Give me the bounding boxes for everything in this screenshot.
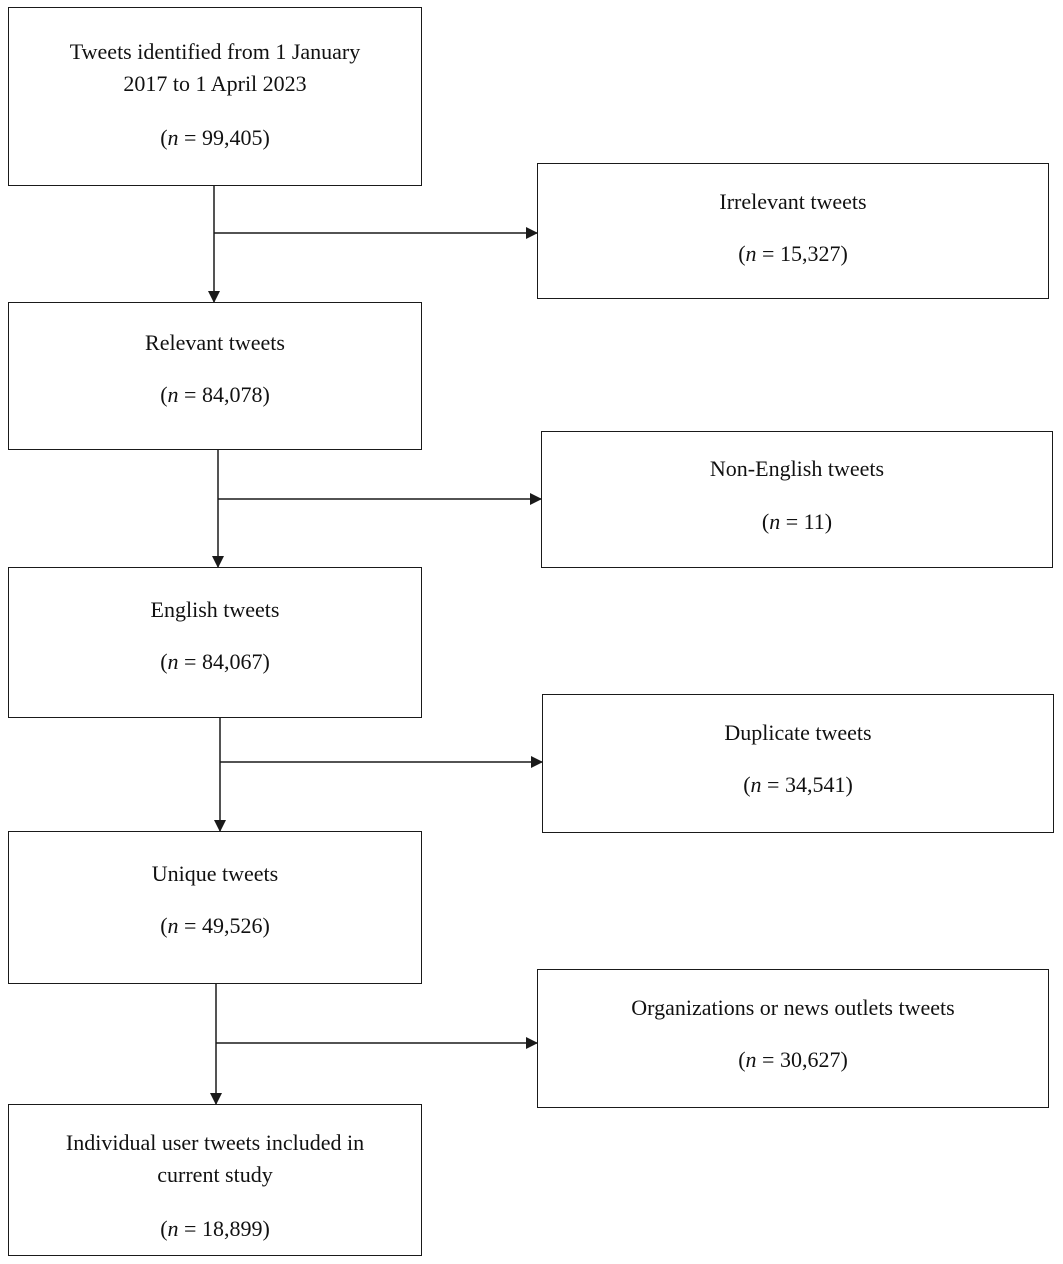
box-irrelevant-tweets-label: Irrelevant tweets	[719, 189, 867, 214]
box-individual-user-tweets-count: (n = 18,899)	[160, 1216, 270, 1241]
box-relevant-tweets-label: Relevant tweets	[145, 330, 285, 355]
box-english-tweets-count: (n = 84,067)	[160, 649, 270, 674]
box-individual-user-tweets-label-line-1: Individual user tweets included in	[65, 1130, 365, 1155]
box-tweets-identified-n: 99,405	[201, 125, 263, 150]
box-tweets-identified-count: (n = 99,405)	[160, 125, 270, 150]
box-individual-user-tweets: Individual user tweets included in curre…	[8, 1104, 422, 1256]
box-tweets-identified: Tweets identified from 1 January 2017 to…	[8, 7, 422, 186]
box-duplicate-tweets-count: (n = 34,541)	[743, 772, 853, 797]
box-individual-user-tweets-n: 18,899	[201, 1216, 263, 1241]
box-irrelevant-tweets: Irrelevant tweets (n = 15,327)	[537, 163, 1049, 299]
box-non-english-tweets-n: 11	[803, 509, 825, 534]
box-irrelevant-tweets-n: 15,327	[779, 241, 841, 266]
box-non-english-tweets-label: Non-English tweets	[709, 456, 885, 481]
box-relevant-tweets: Relevant tweets (n = 84,078)	[8, 302, 422, 450]
box-tweets-identified-label-line-1: Tweets identified from 1 January	[69, 39, 361, 64]
box-organizations-news-tweets: Organizations or news outlets tweets (n …	[537, 969, 1049, 1108]
box-unique-tweets-label: Unique tweets	[151, 861, 279, 886]
box-non-english-tweets-count: (n = 11)	[761, 509, 833, 534]
box-organizations-news-tweets-n: 30,627	[779, 1047, 841, 1072]
box-unique-tweets: Unique tweets (n = 49,526)	[8, 831, 422, 984]
box-organizations-news-tweets-label: Organizations or news outlets tweets	[631, 995, 955, 1020]
box-duplicate-tweets-label: Duplicate tweets	[724, 720, 872, 745]
box-unique-tweets-count: (n = 49,526)	[160, 913, 270, 938]
box-tweets-identified-label-line-2: 2017 to 1 April 2023	[123, 71, 307, 96]
box-relevant-tweets-n: 84,078	[201, 382, 263, 407]
box-english-tweets: English tweets (n = 84,067)	[8, 567, 422, 718]
box-unique-tweets-n: 49,526	[201, 913, 263, 938]
box-individual-user-tweets-label-line-2: current study	[157, 1162, 273, 1187]
box-relevant-tweets-count: (n = 84,078)	[160, 382, 270, 407]
box-organizations-news-tweets-count: (n = 30,627)	[738, 1047, 848, 1072]
box-non-english-tweets: Non-English tweets (n = 11)	[541, 431, 1053, 568]
box-english-tweets-n: 84,067	[201, 649, 263, 674]
box-duplicate-tweets: Duplicate tweets (n = 34,541)	[542, 694, 1054, 833]
box-irrelevant-tweets-count: (n = 15,327)	[738, 241, 848, 266]
box-duplicate-tweets-n: 34,541	[784, 772, 846, 797]
box-english-tweets-label: English tweets	[150, 597, 280, 622]
